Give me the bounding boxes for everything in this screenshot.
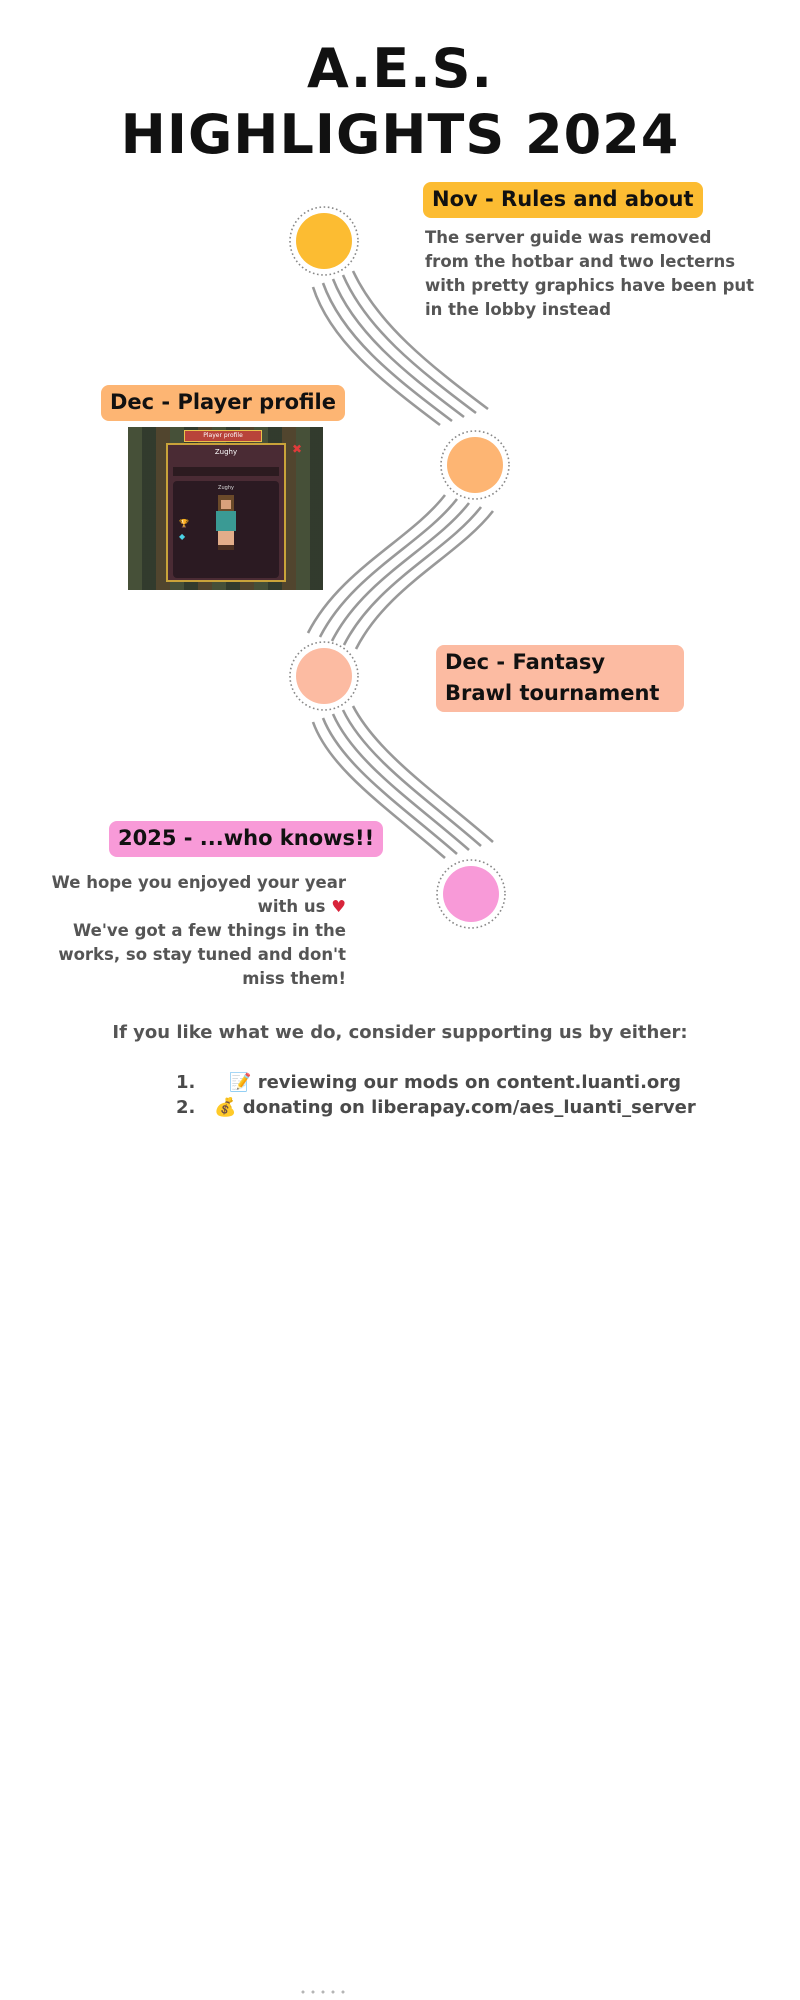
support-intro: If you like what we do, consider support… (112, 1022, 688, 1043)
profile-player-name: Zughy (214, 448, 238, 456)
timeline-path (289, 206, 510, 929)
support-item-text: reviewing our mods on content.luanti.org (257, 1072, 682, 1093)
milestone-nov (289, 206, 359, 276)
character-face (221, 500, 231, 509)
gem-icon: ◆ (179, 532, 186, 541)
support-item-review: 1. 📝 reviewing our mods on content.luant… (0, 1072, 800, 1097)
title-line-2: HIGHLIGHTS 2024 (120, 103, 680, 166)
milestone-dec-profile (440, 430, 510, 500)
next-year-description: We hope you enjoyed your year with us ♥ … (22, 871, 346, 991)
milestone-2025 (436, 859, 506, 929)
support-item-number: 2. (176, 1097, 196, 1118)
profile-options-row (173, 467, 279, 476)
character-boots (218, 545, 234, 550)
nov-description: The server guide was removed from the ho… (425, 228, 755, 319)
milestone-dec-brawl (289, 641, 359, 711)
money-bag-icon: 💰 (214, 1097, 237, 1118)
character-legs (218, 531, 234, 545)
player-profile-screenshot: Player profile ✖ Zughy Zughy 🏆 ◆ (128, 427, 323, 590)
wavy-road (306, 270, 495, 859)
close-icon: ✖ (292, 442, 303, 456)
profile-header: Player profile (184, 430, 262, 442)
character-body (216, 511, 236, 531)
next-year-line-2: We've got a few things in the works, so … (58, 921, 346, 988)
nov-label: Nov - Rules and about (423, 182, 703, 218)
next-year-label: 2025 - ...who knows!! (109, 821, 384, 857)
support-item-body: 💰 donating on liberapay.com/aes_luanti_s… (214, 1097, 696, 1118)
title-line-1: A.E.S. (306, 37, 494, 100)
page-title: A.E.S. HIGHLIGHTS 2024 (0, 36, 800, 168)
profile-character-box: Zughy 🏆 ◆ (173, 481, 279, 578)
support-item-donate: 2. 💰 donating on liberapay.com/aes_luant… (0, 1097, 800, 1122)
memo-icon: 📝 (229, 1072, 252, 1093)
trophy-icon: 🏆 (179, 519, 189, 528)
heart-icon: ♥ (331, 897, 346, 916)
profile-panel: Zughy Zughy 🏆 ◆ (166, 443, 286, 582)
support-item-text: donating on liberapay.com/aes_luanti_ser… (242, 1097, 696, 1118)
dec-profile-label: Dec - Player profile (101, 385, 345, 421)
character-name: Zughy (218, 485, 234, 491)
support-item-body: 📝 reviewing our mods on content.luanti.o… (229, 1072, 681, 1093)
page-dots-divider (298, 1990, 350, 1994)
next-year-line-1: We hope you enjoyed your year with us (51, 873, 346, 916)
dec-brawl-label: Dec - Fantasy Brawl tournament (436, 645, 684, 712)
support-list: 1. 📝 reviewing our mods on content.luant… (0, 1072, 800, 1122)
support-item-number: 1. (176, 1072, 196, 1093)
